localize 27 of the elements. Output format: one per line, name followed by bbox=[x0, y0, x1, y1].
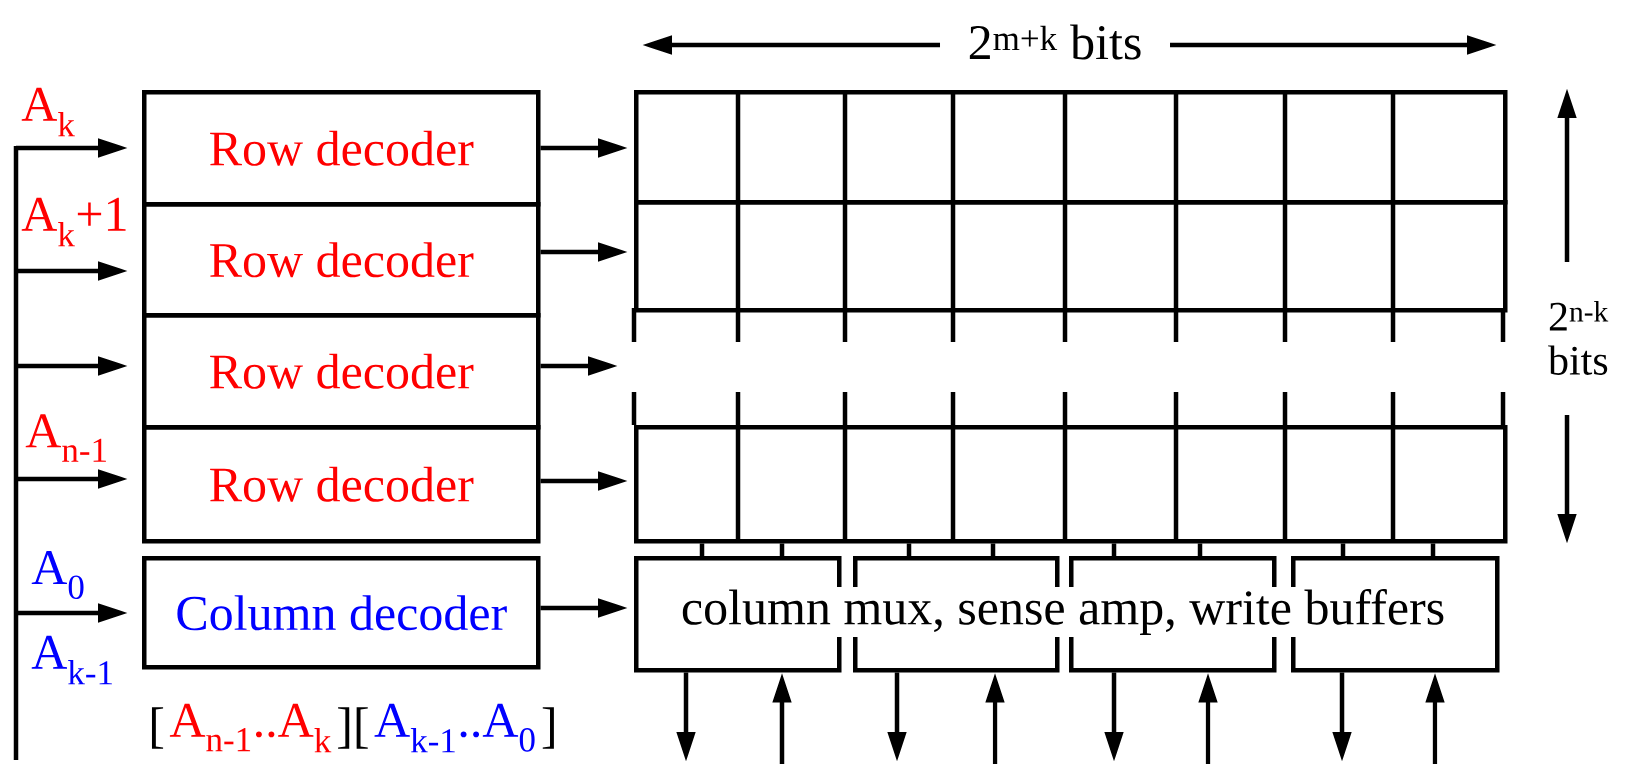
decoder-box: Row decoder bbox=[142, 202, 541, 318]
decoder-box: Row decoder bbox=[142, 313, 541, 430]
block-label: column mux, sense amp, write buffers bbox=[678, 587, 1448, 637]
connector-line bbox=[990, 543, 996, 556]
connector-line bbox=[1111, 543, 1117, 556]
signal-label: A$_{k-1}$ bbox=[31, 635, 112, 685]
dimension-label: 2$^{n-k}$ bits bbox=[1548, 301, 1609, 375]
edge-label: A$_{n-1}$ bbox=[25, 414, 106, 462]
connector-line bbox=[906, 543, 912, 556]
edge-label: A$_{k}$+1 bbox=[21, 197, 126, 247]
connector-line bbox=[1430, 543, 1436, 556]
edge-label: A$_{k}$ bbox=[21, 87, 75, 137]
connector-line bbox=[1340, 543, 1346, 556]
address-label: A$_{k-1}$..A$_{0}$ bbox=[374, 703, 535, 753]
connector-line bbox=[779, 543, 785, 556]
decoder-box: Row decoder bbox=[142, 90, 541, 207]
mux-box bbox=[634, 556, 842, 673]
decoder-box: Row decoder bbox=[142, 425, 541, 544]
memory-array-row bbox=[634, 200, 1508, 313]
connector-line bbox=[1197, 543, 1203, 556]
memory-array-row bbox=[634, 425, 1508, 544]
address-label: ] bbox=[542, 707, 554, 749]
decoder-box: Column decoder bbox=[142, 556, 541, 670]
connector-line bbox=[699, 543, 705, 556]
dimension-label: 2$^{m+k}$ bits bbox=[969, 24, 1141, 60]
mux-box bbox=[1291, 556, 1500, 673]
edge-label: A$_{0}$ bbox=[31, 550, 84, 600]
